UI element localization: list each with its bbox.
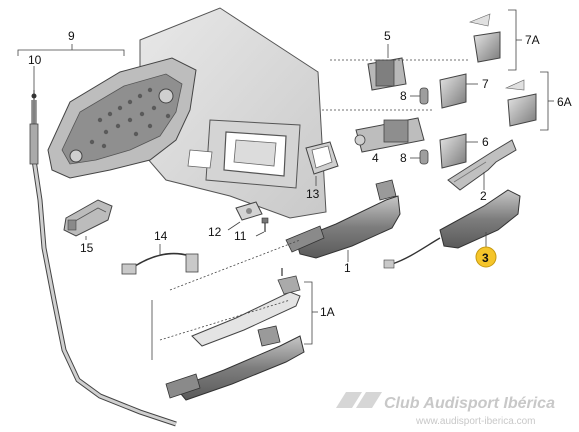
callout-7: 7 bbox=[482, 77, 489, 91]
lock-cylinder-5 bbox=[367, 57, 407, 91]
callout-7a: 7A bbox=[525, 33, 540, 47]
cap-7 bbox=[439, 73, 467, 109]
seal-12 bbox=[235, 201, 263, 221]
lock-cylinder-4 bbox=[354, 117, 425, 153]
callout-6: 6 bbox=[482, 135, 489, 149]
pin-8-lower bbox=[419, 149, 429, 165]
callout-3: 3 bbox=[482, 251, 489, 265]
cap-7a bbox=[468, 13, 501, 63]
pin-8-upper bbox=[419, 87, 429, 105]
wiring-harness-14 bbox=[121, 252, 199, 275]
handle-1a-upper bbox=[191, 268, 301, 347]
handle-carrier bbox=[47, 57, 197, 179]
leader-lines bbox=[17, 9, 554, 360]
callout-3-highlight[interactable]: 3 bbox=[475, 246, 497, 268]
callout-1a: 1A bbox=[320, 305, 335, 319]
callout-15: 15 bbox=[80, 241, 94, 255]
callout-13: 13 bbox=[306, 187, 320, 201]
callout-4: 4 bbox=[372, 151, 379, 165]
grab-handle-2 bbox=[447, 139, 517, 191]
watermark-url: www.audisport-iberica.com bbox=[415, 416, 536, 427]
callout-14: 14 bbox=[154, 229, 168, 243]
door-panel bbox=[139, 7, 327, 219]
cap-6 bbox=[439, 133, 467, 169]
club-logo-watermark: Club Audisport Ibérica www.audisport-ibe… bbox=[336, 392, 555, 427]
callout-10: 10 bbox=[28, 53, 42, 67]
bowden-cable bbox=[29, 90, 177, 427]
callout-2: 2 bbox=[480, 189, 487, 203]
retaining-clip bbox=[63, 199, 113, 237]
callout-9: 9 bbox=[68, 29, 75, 43]
handle-1 bbox=[285, 179, 401, 259]
gasket-13 bbox=[305, 141, 339, 175]
callout-11: 11 bbox=[234, 229, 247, 243]
callout-8-lower: 8 bbox=[400, 151, 407, 165]
callout-5: 5 bbox=[384, 29, 391, 43]
handle-1a-lower bbox=[165, 325, 305, 401]
screw-11 bbox=[261, 217, 269, 232]
handle-3 bbox=[383, 189, 521, 269]
watermark-name: Club Audisport Ibérica bbox=[384, 395, 555, 412]
callout-1: 1 bbox=[344, 261, 351, 275]
cap-6a bbox=[504, 79, 537, 127]
callout-6a: 6A bbox=[557, 95, 572, 109]
callout-12: 12 bbox=[208, 225, 222, 239]
callout-8-upper: 8 bbox=[400, 89, 407, 103]
